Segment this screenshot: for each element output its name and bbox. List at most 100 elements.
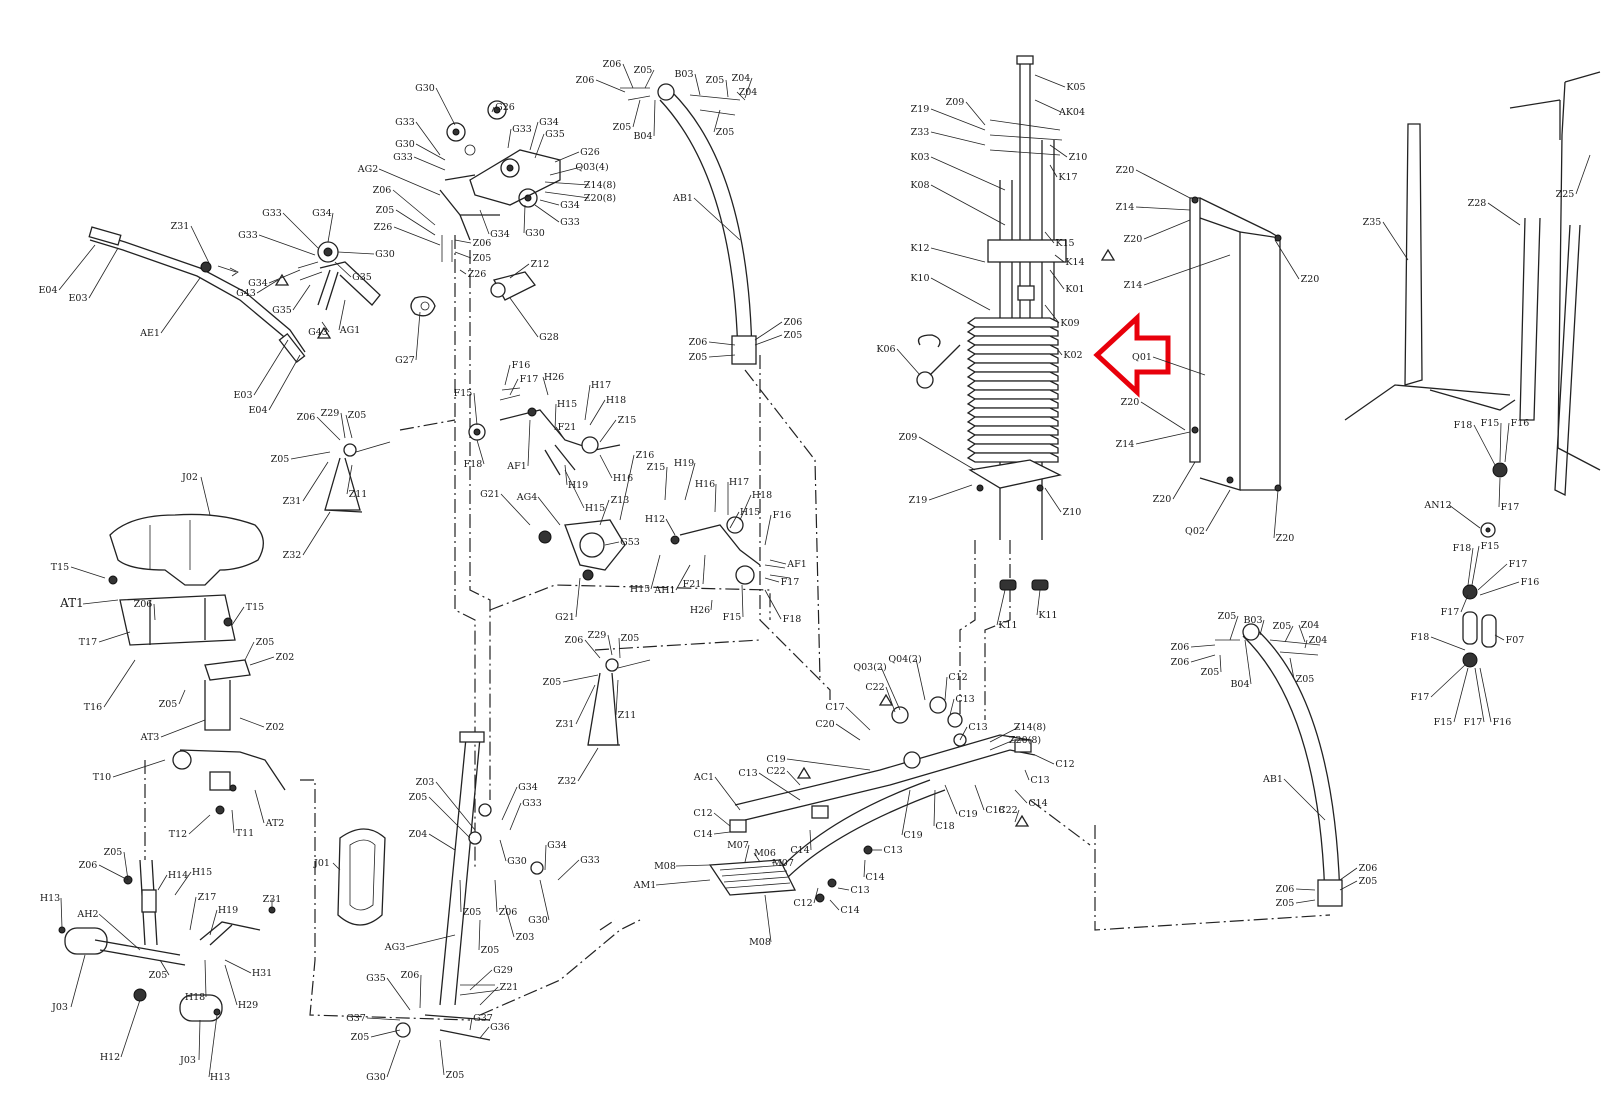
part-label-f17: F17	[1509, 559, 1528, 570]
leg-developer-ah2	[58, 859, 276, 1022]
leader-line	[885, 686, 896, 713]
leader-line	[1487, 202, 1521, 226]
leader-line	[764, 577, 780, 583]
part-label-h18: H18	[606, 395, 626, 406]
part-label-ak04: AK04	[1058, 107, 1085, 118]
part-label-z05: Z05	[463, 907, 482, 918]
leader-line	[1049, 144, 1068, 158]
leader-line	[1034, 74, 1066, 88]
leader-line	[1448, 504, 1481, 529]
part-label-z19: Z19	[909, 495, 928, 506]
part-label-f18: F18	[464, 459, 483, 470]
leader-line	[1382, 221, 1409, 261]
part-label-g34: G34	[248, 278, 268, 289]
leader-line	[1044, 231, 1055, 244]
part-label-c12: C12	[793, 898, 812, 909]
leader-line	[1295, 899, 1316, 904]
leader-line	[584, 384, 591, 421]
part-label-an12: AN12	[1423, 500, 1451, 511]
part-label-k05: K05	[1066, 82, 1085, 93]
leader-line	[378, 168, 441, 196]
part-label-h18: H18	[752, 490, 772, 501]
leader-line	[708, 341, 736, 346]
part-label-g34: G34	[518, 782, 538, 793]
part-label-z14-8-: Z14(8)	[1014, 722, 1046, 733]
leader-line	[965, 101, 986, 126]
leader-line	[714, 776, 741, 811]
leader-line	[1143, 219, 1191, 240]
leader-line	[160, 719, 206, 738]
leader-line	[544, 844, 547, 871]
leader-line	[584, 639, 601, 659]
leader-line	[103, 659, 136, 708]
part-label-z06: Z06	[576, 75, 595, 86]
leader-line	[509, 297, 539, 338]
pulley-cluster-right	[1462, 462, 1508, 668]
leader-line	[1205, 489, 1231, 532]
part-label-f18: F18	[1453, 543, 1472, 554]
leader-line	[224, 964, 238, 1006]
part-label-z31: Z31	[263, 894, 282, 905]
leader-line	[428, 796, 471, 839]
part-label-f16: F16	[1521, 577, 1540, 588]
part-label-g35: G35	[545, 129, 565, 140]
leader-line	[190, 225, 211, 266]
leader-line	[562, 674, 599, 683]
leader-line	[915, 658, 926, 701]
leader-line	[405, 934, 456, 948]
part-label-z06: Z06	[1359, 863, 1378, 874]
leader-line	[204, 959, 207, 998]
part-label-j03: J03	[179, 1055, 196, 1066]
leader-line	[1479, 667, 1492, 723]
leader-line	[769, 559, 787, 565]
weight-plate	[966, 317, 1059, 328]
leader-line	[316, 416, 341, 441]
leader-line	[741, 584, 744, 618]
leader-line	[949, 698, 955, 716]
leader-line	[82, 599, 119, 605]
part-label-at2: AT2	[265, 818, 285, 829]
part-label-k03: K03	[910, 152, 929, 163]
part-label-t12: T12	[169, 829, 187, 840]
part-label-g33: G33	[560, 217, 580, 228]
leader-line	[896, 348, 921, 376]
leader-line	[753, 852, 761, 863]
part-label-f15: F15	[1481, 418, 1500, 429]
leader-line	[930, 108, 986, 131]
part-label-c13: C13	[1030, 775, 1049, 786]
part-label-g29: G29	[493, 965, 513, 976]
weight-plate	[966, 425, 1059, 436]
part-label-g30: G30	[528, 915, 548, 926]
leader-line	[198, 1019, 201, 1061]
part-label-z04: Z04	[1309, 635, 1328, 646]
part-label-g33: G33	[262, 208, 282, 219]
part-label-z04: Z04	[739, 87, 758, 98]
leader-line	[1140, 401, 1186, 431]
part-label-z06: Z06	[565, 635, 584, 646]
leader-line	[618, 637, 621, 659]
part-label-z09: Z09	[899, 432, 918, 443]
part-label-h19: H19	[218, 905, 238, 916]
leader-line	[88, 247, 119, 299]
part-label-c13: C13	[955, 694, 974, 705]
leader-line	[539, 199, 560, 206]
leader-line	[494, 879, 498, 913]
leader-line	[1135, 431, 1191, 445]
part-label-z05: Z05	[716, 127, 735, 138]
leader-line	[589, 399, 606, 426]
leader-line	[337, 251, 375, 255]
lat-bar-assembly	[88, 226, 306, 364]
part-label-z29: Z29	[321, 408, 340, 419]
selector-pin-k06	[916, 334, 961, 389]
part-label-k01: K01	[1065, 284, 1084, 295]
leader-line	[544, 181, 590, 186]
part-label-z20: Z20	[1124, 234, 1143, 245]
part-label-c19: C19	[766, 754, 785, 765]
part-label-z10: Z10	[1063, 507, 1082, 518]
leader-line	[393, 226, 441, 246]
leader-line	[1283, 778, 1326, 821]
leader-line	[395, 209, 436, 236]
leader-line	[1259, 619, 1265, 636]
part-label-c14: C14	[790, 845, 809, 856]
